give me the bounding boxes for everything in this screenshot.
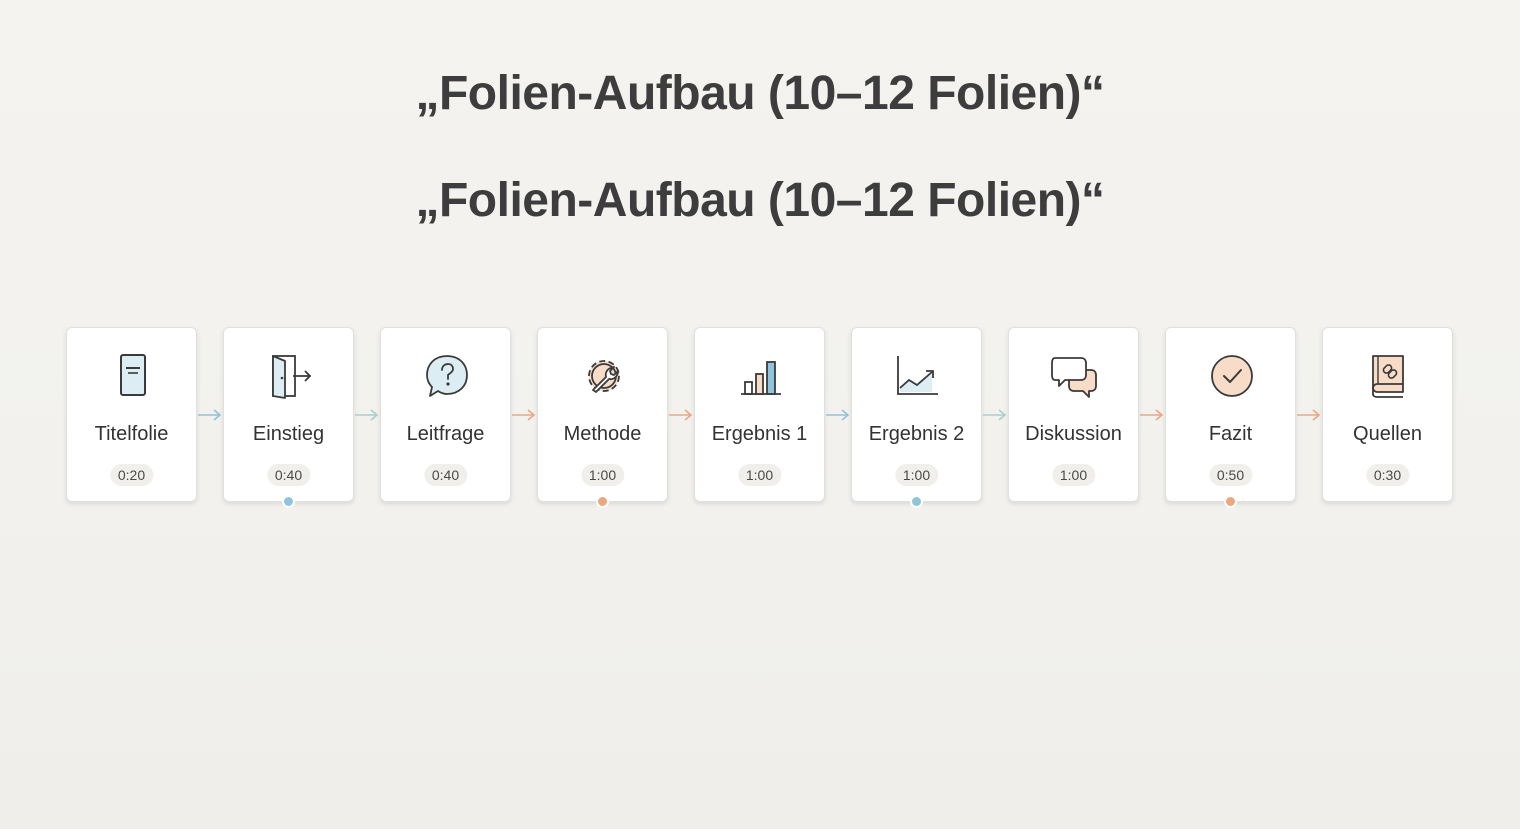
slide-label: Leitfrage [406, 423, 485, 445]
book-link-icon [1363, 350, 1415, 402]
flow-arrow [511, 407, 537, 423]
gear-wrench-icon [578, 350, 630, 402]
slide-label: Methode [563, 423, 642, 445]
flow-arrow [354, 407, 380, 423]
door-exit-icon [264, 350, 316, 402]
slide-card: Methode 1:00 [537, 327, 668, 502]
line-chart-icon [892, 350, 944, 402]
slide-duration-badge: 1:00 [1051, 464, 1096, 486]
title-slide-icon [107, 350, 159, 402]
slide-card: Titelfolie 0:20 [66, 327, 197, 502]
slide-duration-badge: 0:30 [1365, 464, 1410, 486]
slide-duration-badge: 1:00 [737, 464, 782, 486]
slide-label: Quellen [1353, 423, 1422, 445]
slide-duration-badge: 0:40 [423, 464, 468, 486]
flow-arrow [197, 407, 223, 423]
question-bubble-icon [421, 350, 473, 402]
slide-label: Fazit [1208, 423, 1253, 445]
page-title: „Folien-Aufbau (10–12 Folien)“ [415, 67, 1105, 120]
slide-card: Ergebnis 2 1:00 [851, 327, 982, 502]
flow-arrow [825, 407, 851, 423]
flow-arrow [982, 407, 1008, 423]
slide-card: Diskussion 1:00 [1008, 327, 1139, 502]
slide-duration-badge: 1:00 [580, 464, 625, 486]
slide-duration-badge: 0:40 [266, 464, 311, 486]
page-subtitle: „Folien-Aufbau (10–12 Folien)“ [415, 174, 1105, 227]
flow-arrow [1296, 407, 1322, 423]
bar-chart-icon [735, 350, 787, 402]
check-circle-icon [1206, 350, 1258, 402]
slide-label: Diskussion [1025, 423, 1122, 445]
slide-card: Fazit 0:50 [1165, 327, 1296, 502]
slide-duration-badge: 0:20 [109, 464, 154, 486]
slide-label: Ergebnis 1 [711, 423, 808, 445]
slide-card: Leitfrage 0:40 [380, 327, 511, 502]
slide-label: Titelfolie [94, 423, 169, 445]
milestone-marker [282, 495, 295, 508]
slide-duration-badge: 1:00 [894, 464, 939, 486]
milestone-marker [596, 495, 609, 508]
chat-bubbles-icon [1049, 350, 1101, 402]
slide-duration-badge: 0:50 [1208, 464, 1253, 486]
slide-label: Ergebnis 2 [868, 423, 965, 445]
slide-card: Quellen 0:30 [1322, 327, 1453, 502]
slide-label: Einstieg [252, 423, 325, 445]
flow-arrow [668, 407, 694, 423]
slide-card: Einstieg 0:40 [223, 327, 354, 502]
slide-card: Ergebnis 1 1:00 [694, 327, 825, 502]
milestone-marker [910, 495, 923, 508]
milestone-marker [1224, 495, 1237, 508]
flow-arrow [1139, 407, 1165, 423]
